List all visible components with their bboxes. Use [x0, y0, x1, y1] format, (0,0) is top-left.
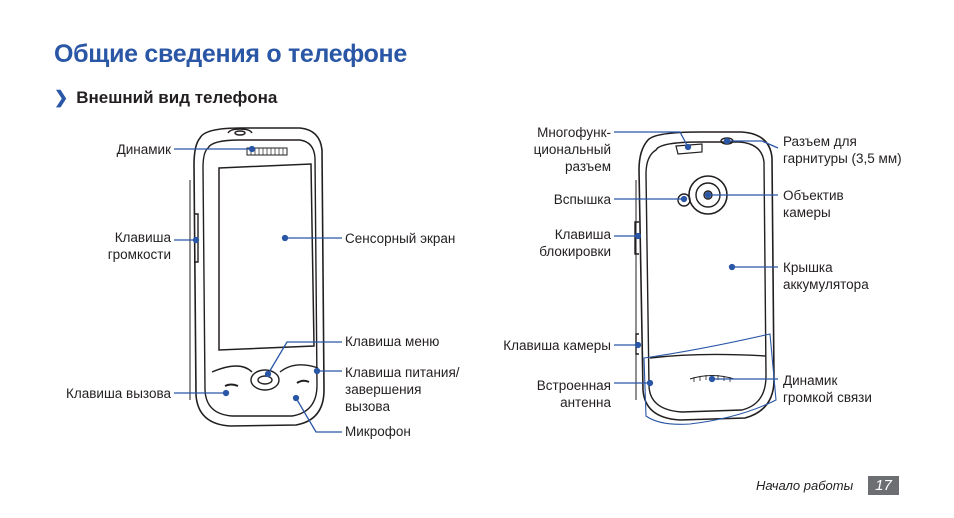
label-camera-key: Клавиша камеры: [503, 338, 611, 353]
label-loudspeaker: Динамик громкой связи: [783, 373, 872, 405]
page-title: Общие сведения о телефоне: [54, 40, 407, 68]
page-number: 17: [868, 476, 899, 495]
front-phone: [189, 127, 325, 427]
label-menu-key: Клавиша меню: [345, 334, 440, 349]
front-callouts: [174, 145, 342, 433]
footer-section-name: Начало работы: [756, 478, 854, 493]
label-volume-key: Клавиша громкости: [107, 230, 171, 262]
label-camera-lens: Объектив камеры: [783, 188, 844, 220]
antenna-outline: [643, 333, 777, 425]
label-microphone: Микрофон: [345, 424, 411, 439]
label-headset-jack: Разъем для гарнитуры (3,5 мм): [783, 134, 902, 166]
label-lock-key: Клавиша блокировки: [539, 227, 611, 259]
label-speaker: Динамик: [116, 142, 171, 157]
label-power-key: Клавиша питания/ завершения вызова: [345, 365, 460, 414]
section-heading-text: Внешний вид телефона: [76, 88, 278, 107]
label-touch-screen: Сенсорный экран: [345, 231, 456, 246]
back-callouts: [614, 131, 779, 387]
label-flash: Вспышка: [553, 192, 611, 207]
chevron-right-icon: ❯: [54, 88, 69, 107]
label-call-key: Клавиша вызова: [65, 386, 171, 401]
label-battery-cover: Крышка аккумулятора: [783, 260, 869, 292]
back-phone: [634, 131, 775, 421]
section-heading: ❯ Внешний вид телефона: [54, 88, 277, 108]
label-antenna: Встроенная антенна: [536, 378, 611, 410]
label-multifunction-jack: Многофунк- циональный разъем: [533, 125, 611, 174]
